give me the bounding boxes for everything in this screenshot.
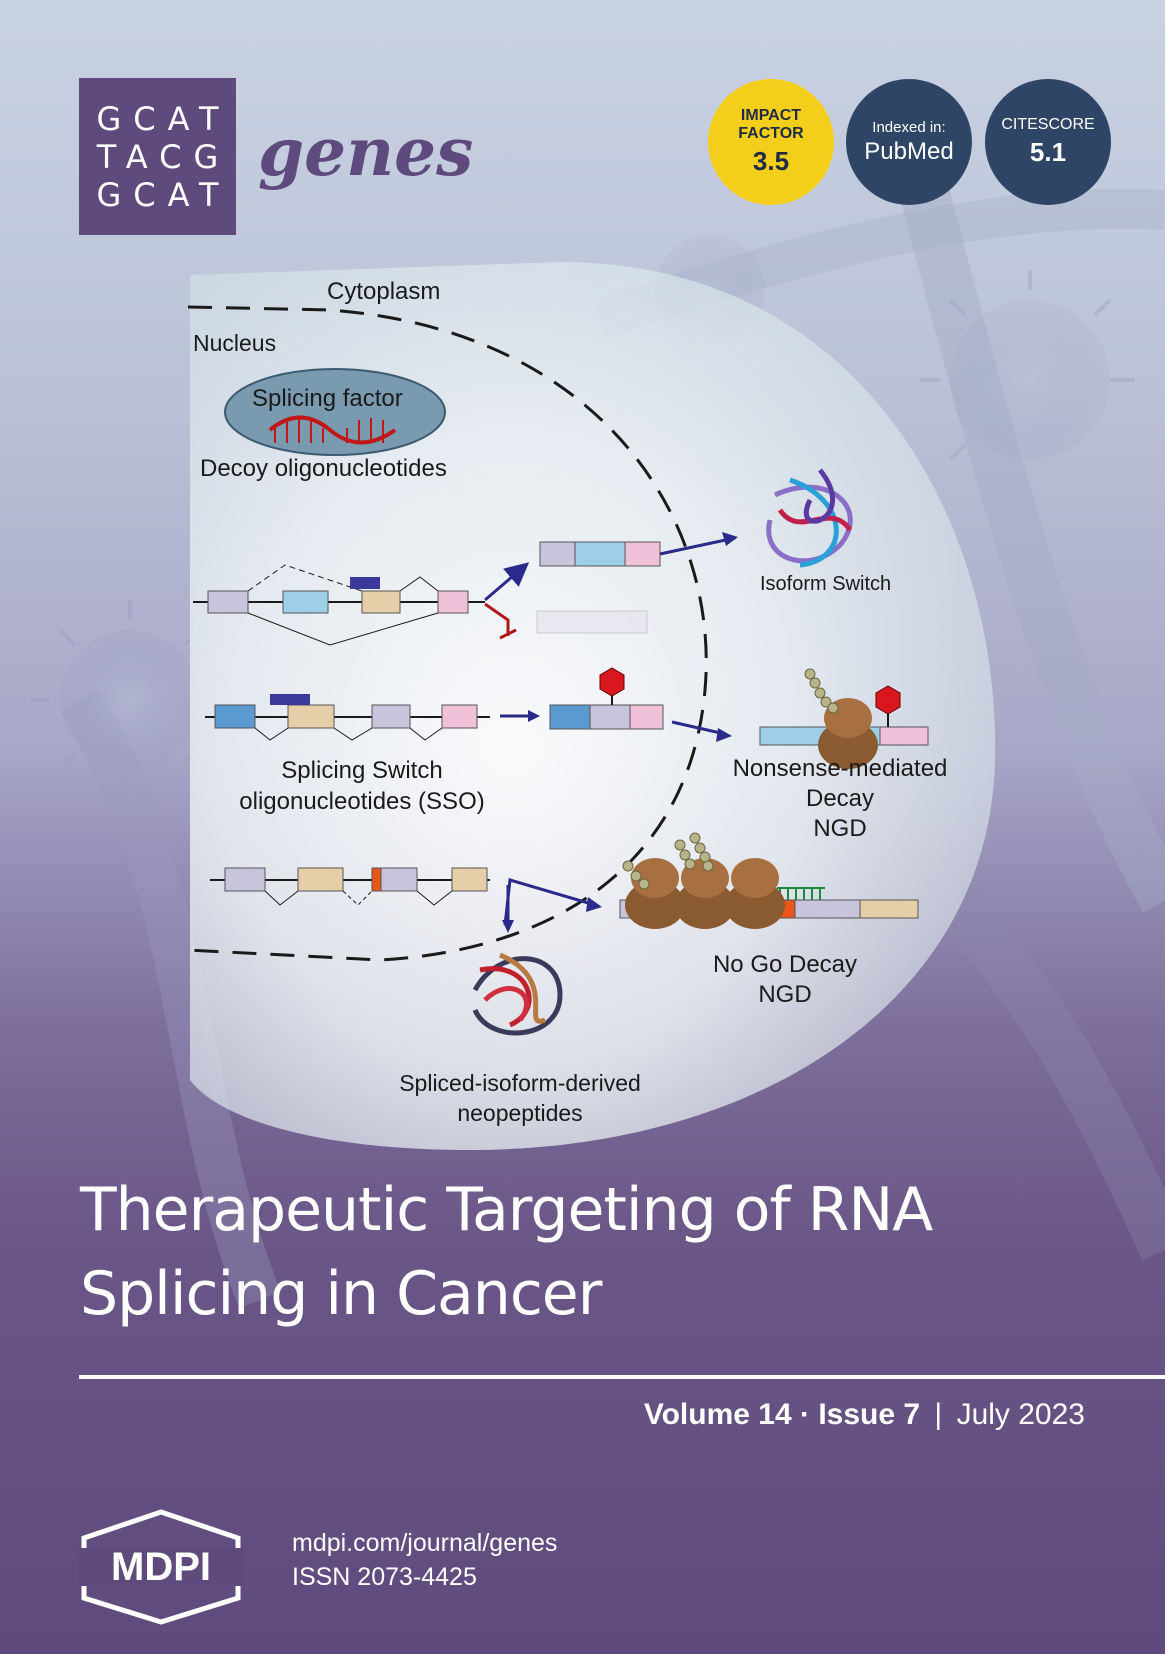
sso-oligo (350, 577, 380, 589)
decoy-oligo-shape (268, 415, 397, 445)
mdpi-logo: MDPI (78, 1509, 244, 1625)
issue-label: Issue 7 (818, 1398, 921, 1431)
impact-factor-line1: IMPACT (740, 106, 802, 124)
exon (371, 704, 411, 729)
ribosome (725, 858, 785, 929)
sso-label-line2: oligonucleotides (SSO) (239, 788, 485, 815)
title-line2: Splicing in Cancer (80, 1259, 602, 1329)
mdpi-logo-text: MDPI (111, 1545, 211, 1589)
neopeptides-label: Spliced-isoform-derived neopeptides (375, 1068, 665, 1128)
divider (79, 1375, 1165, 1379)
indexed-value: PubMed (864, 137, 954, 165)
issue-info: Volume 14 · Issue 7 | July 2023 (644, 1398, 1085, 1432)
nmd-label-line2: Decay (805, 785, 875, 812)
citescore-label: CITESCORE (1001, 115, 1095, 133)
ngd-label: No Go Decay NGD (700, 950, 870, 1010)
exon (297, 867, 344, 892)
nucleus-membrane (187, 305, 708, 962)
indexed-badge: Indexed in: PubMed (846, 79, 972, 205)
indexed-label: Indexed in: (872, 118, 946, 136)
nmd-label: Nonsense-mediated Decay NGD (715, 754, 965, 844)
separator-bar: | (934, 1398, 943, 1431)
exon (287, 704, 335, 729)
ngd-label-line2: NGD (758, 981, 812, 1008)
publisher-info: mdpi.com/journal/genes ISSN 2073-4425 (292, 1526, 557, 1594)
exon (437, 590, 469, 614)
title-line1: Therapeutic Targeting of RNA (80, 1175, 933, 1245)
neopeptides-label-line2: neopeptides (457, 1100, 583, 1126)
logo-row: GCAT (96, 175, 231, 214)
exon (380, 867, 418, 892)
exon (282, 590, 329, 614)
issn: ISSN 2073-4425 (292, 1563, 477, 1591)
logo-row: GCAT (96, 99, 231, 138)
issue-date: July 2023 (956, 1398, 1085, 1431)
sso-label: Splicing Switch oligonucleotides (SSO) (222, 755, 502, 817)
impact-factor-badge: IMPACT FACTOR 3.5 (708, 79, 834, 205)
journal-logo: GCAT TACG GCAT (79, 78, 236, 235)
splicing-factor-label: Splicing factor (252, 385, 403, 412)
separator-dot: · (800, 1398, 810, 1431)
logo-row: TACG (96, 137, 231, 176)
nmd-label-line1: Nonsense-mediated (732, 755, 948, 782)
cytoplasm-label: Cytoplasm (327, 278, 441, 305)
decoy-oligonucleotides-label: Decoy oligonucleotides (200, 455, 447, 482)
volume-label: Volume 14 (643, 1398, 792, 1431)
exon (361, 590, 401, 614)
journal-name: genes (258, 113, 474, 191)
exon (207, 590, 249, 614)
nucleus-label: Nucleus (193, 330, 277, 356)
ribosome (625, 858, 685, 929)
sso-label-line1: Splicing Switch (281, 757, 443, 784)
protein-structure (766, 468, 853, 568)
protein-structure (472, 952, 563, 1036)
impact-factor-value: 3.5 (752, 146, 790, 177)
exon (441, 704, 478, 729)
cover-title: Therapeutic Targeting of RNA Splicing in… (80, 1168, 1140, 1336)
exon (224, 867, 266, 892)
ngd-label-line1: No Go Decay (712, 951, 858, 978)
exon (451, 867, 488, 892)
virus-particle (920, 270, 1135, 462)
journal-url[interactable]: mdpi.com/journal/genes (292, 1529, 558, 1557)
exon (214, 704, 256, 729)
impact-factor-line2: FACTOR (738, 125, 804, 143)
citescore-badge: CITESCORE 5.1 (985, 79, 1111, 205)
neopeptides-label-line1: Spliced-isoform-derived (399, 1070, 641, 1096)
isoform-switch-label: Isoform Switch (760, 573, 892, 595)
nmd-label-line3: NGD (813, 815, 867, 842)
citescore-value: 5.1 (1029, 137, 1067, 168)
